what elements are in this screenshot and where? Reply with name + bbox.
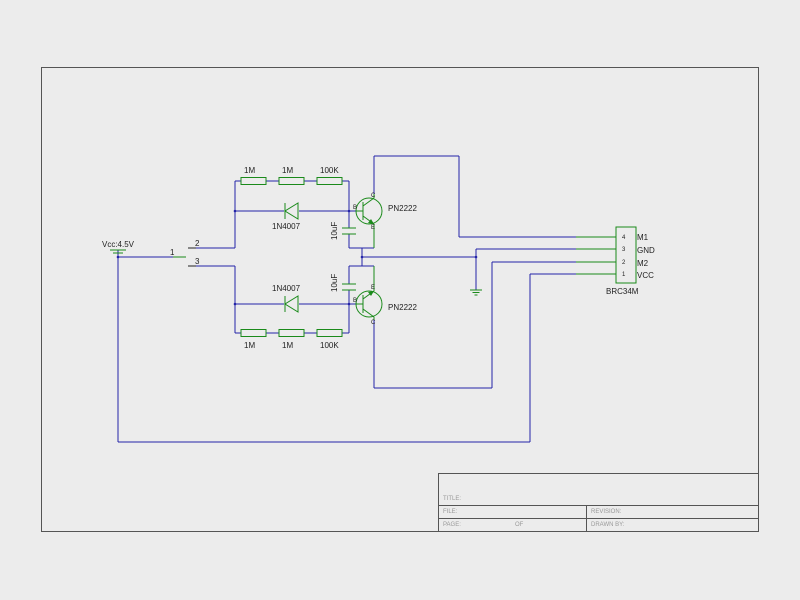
top-transistor-label: PN2222 bbox=[388, 204, 417, 213]
of-label: OF bbox=[515, 522, 524, 528]
page-label: PAGE: bbox=[443, 522, 461, 528]
top-transistor: C B E PN2222 bbox=[353, 193, 417, 248]
bottom-capacitor-label: 10uF bbox=[330, 274, 339, 292]
connector-pin-label: M1 bbox=[637, 233, 649, 242]
resistor bbox=[278, 177, 305, 185]
resistor bbox=[240, 329, 267, 337]
ground-symbol bbox=[470, 289, 482, 296]
resistor bbox=[316, 329, 343, 337]
resistor bbox=[240, 177, 267, 185]
top-capacitor-label: 10uF bbox=[330, 222, 339, 240]
resistor bbox=[316, 177, 343, 185]
connector-brc34m: 4 3 2 1 M1 GND M2 VCC BRC34M bbox=[576, 226, 655, 296]
bottom-transistor-pin-c: C bbox=[371, 320, 376, 326]
bottom-resistors: 1M 1M 100K bbox=[240, 329, 343, 350]
bottom-capacitor: 10uF bbox=[330, 274, 356, 292]
resistor bbox=[278, 329, 305, 337]
connector-pin-label: VCC bbox=[637, 271, 654, 280]
sheet-border bbox=[41, 67, 759, 532]
connector-pin-num: 3 bbox=[622, 247, 626, 253]
top-transistor-pin-c: C bbox=[371, 193, 376, 199]
connector-pin-label: M2 bbox=[637, 259, 649, 268]
drawn-by-label: DRAWN BY: bbox=[591, 522, 625, 528]
junctions bbox=[116, 209, 478, 306]
switch-pin2-label: 2 bbox=[195, 239, 200, 248]
switch-pin1-label: 1 bbox=[170, 248, 175, 257]
top-capacitor: 10uF bbox=[330, 222, 356, 240]
bottom-resistor-2-label: 1M bbox=[282, 341, 293, 350]
bottom-transistor-pin-b: B bbox=[353, 298, 357, 304]
bottom-transistor-label: PN2222 bbox=[388, 303, 417, 312]
title-block: TITLE: FILE: REVISION: PAGE: OF DRAWN BY… bbox=[438, 473, 759, 532]
connector-pin-num: 4 bbox=[622, 235, 626, 241]
title-label: TITLE: bbox=[443, 496, 461, 502]
bottom-diode: 1N4007 bbox=[272, 284, 301, 313]
top-transistor-pin-b: B bbox=[353, 205, 357, 211]
switch-pin3-label: 3 bbox=[195, 257, 200, 266]
top-diode: 1N4007 bbox=[272, 202, 301, 231]
file-label: FILE: bbox=[443, 509, 458, 515]
top-resistor-1-label: 1M bbox=[244, 166, 255, 175]
bottom-diode-label: 1N4007 bbox=[272, 284, 301, 293]
bottom-transistor: E B C PN2222 bbox=[353, 266, 417, 326]
connector-pin-label: GND bbox=[637, 246, 655, 255]
top-resistors: 1M 1M 100K bbox=[240, 166, 343, 185]
top-resistor-2-label: 1M bbox=[282, 166, 293, 175]
connector-name-label: BRC34M bbox=[606, 287, 639, 296]
source-label: Vcc:4.5V bbox=[102, 240, 135, 249]
top-diode-label: 1N4007 bbox=[272, 222, 301, 231]
top-transistor-pin-e: E bbox=[371, 225, 375, 231]
connector-pin-num: 2 bbox=[622, 260, 626, 266]
switch: 1 2 3 bbox=[170, 239, 200, 267]
bottom-transistor-pin-e: E bbox=[371, 285, 375, 291]
voltage-source: Vcc:4.5V bbox=[102, 240, 135, 254]
bottom-resistor-3-label: 100K bbox=[320, 341, 339, 350]
wires bbox=[117, 155, 576, 443]
bottom-resistor-1-label: 1M bbox=[244, 341, 255, 350]
top-resistor-3-label: 100K bbox=[320, 166, 339, 175]
connector-pin-num: 1 bbox=[622, 272, 626, 278]
revision-label: REVISION: bbox=[591, 509, 622, 515]
